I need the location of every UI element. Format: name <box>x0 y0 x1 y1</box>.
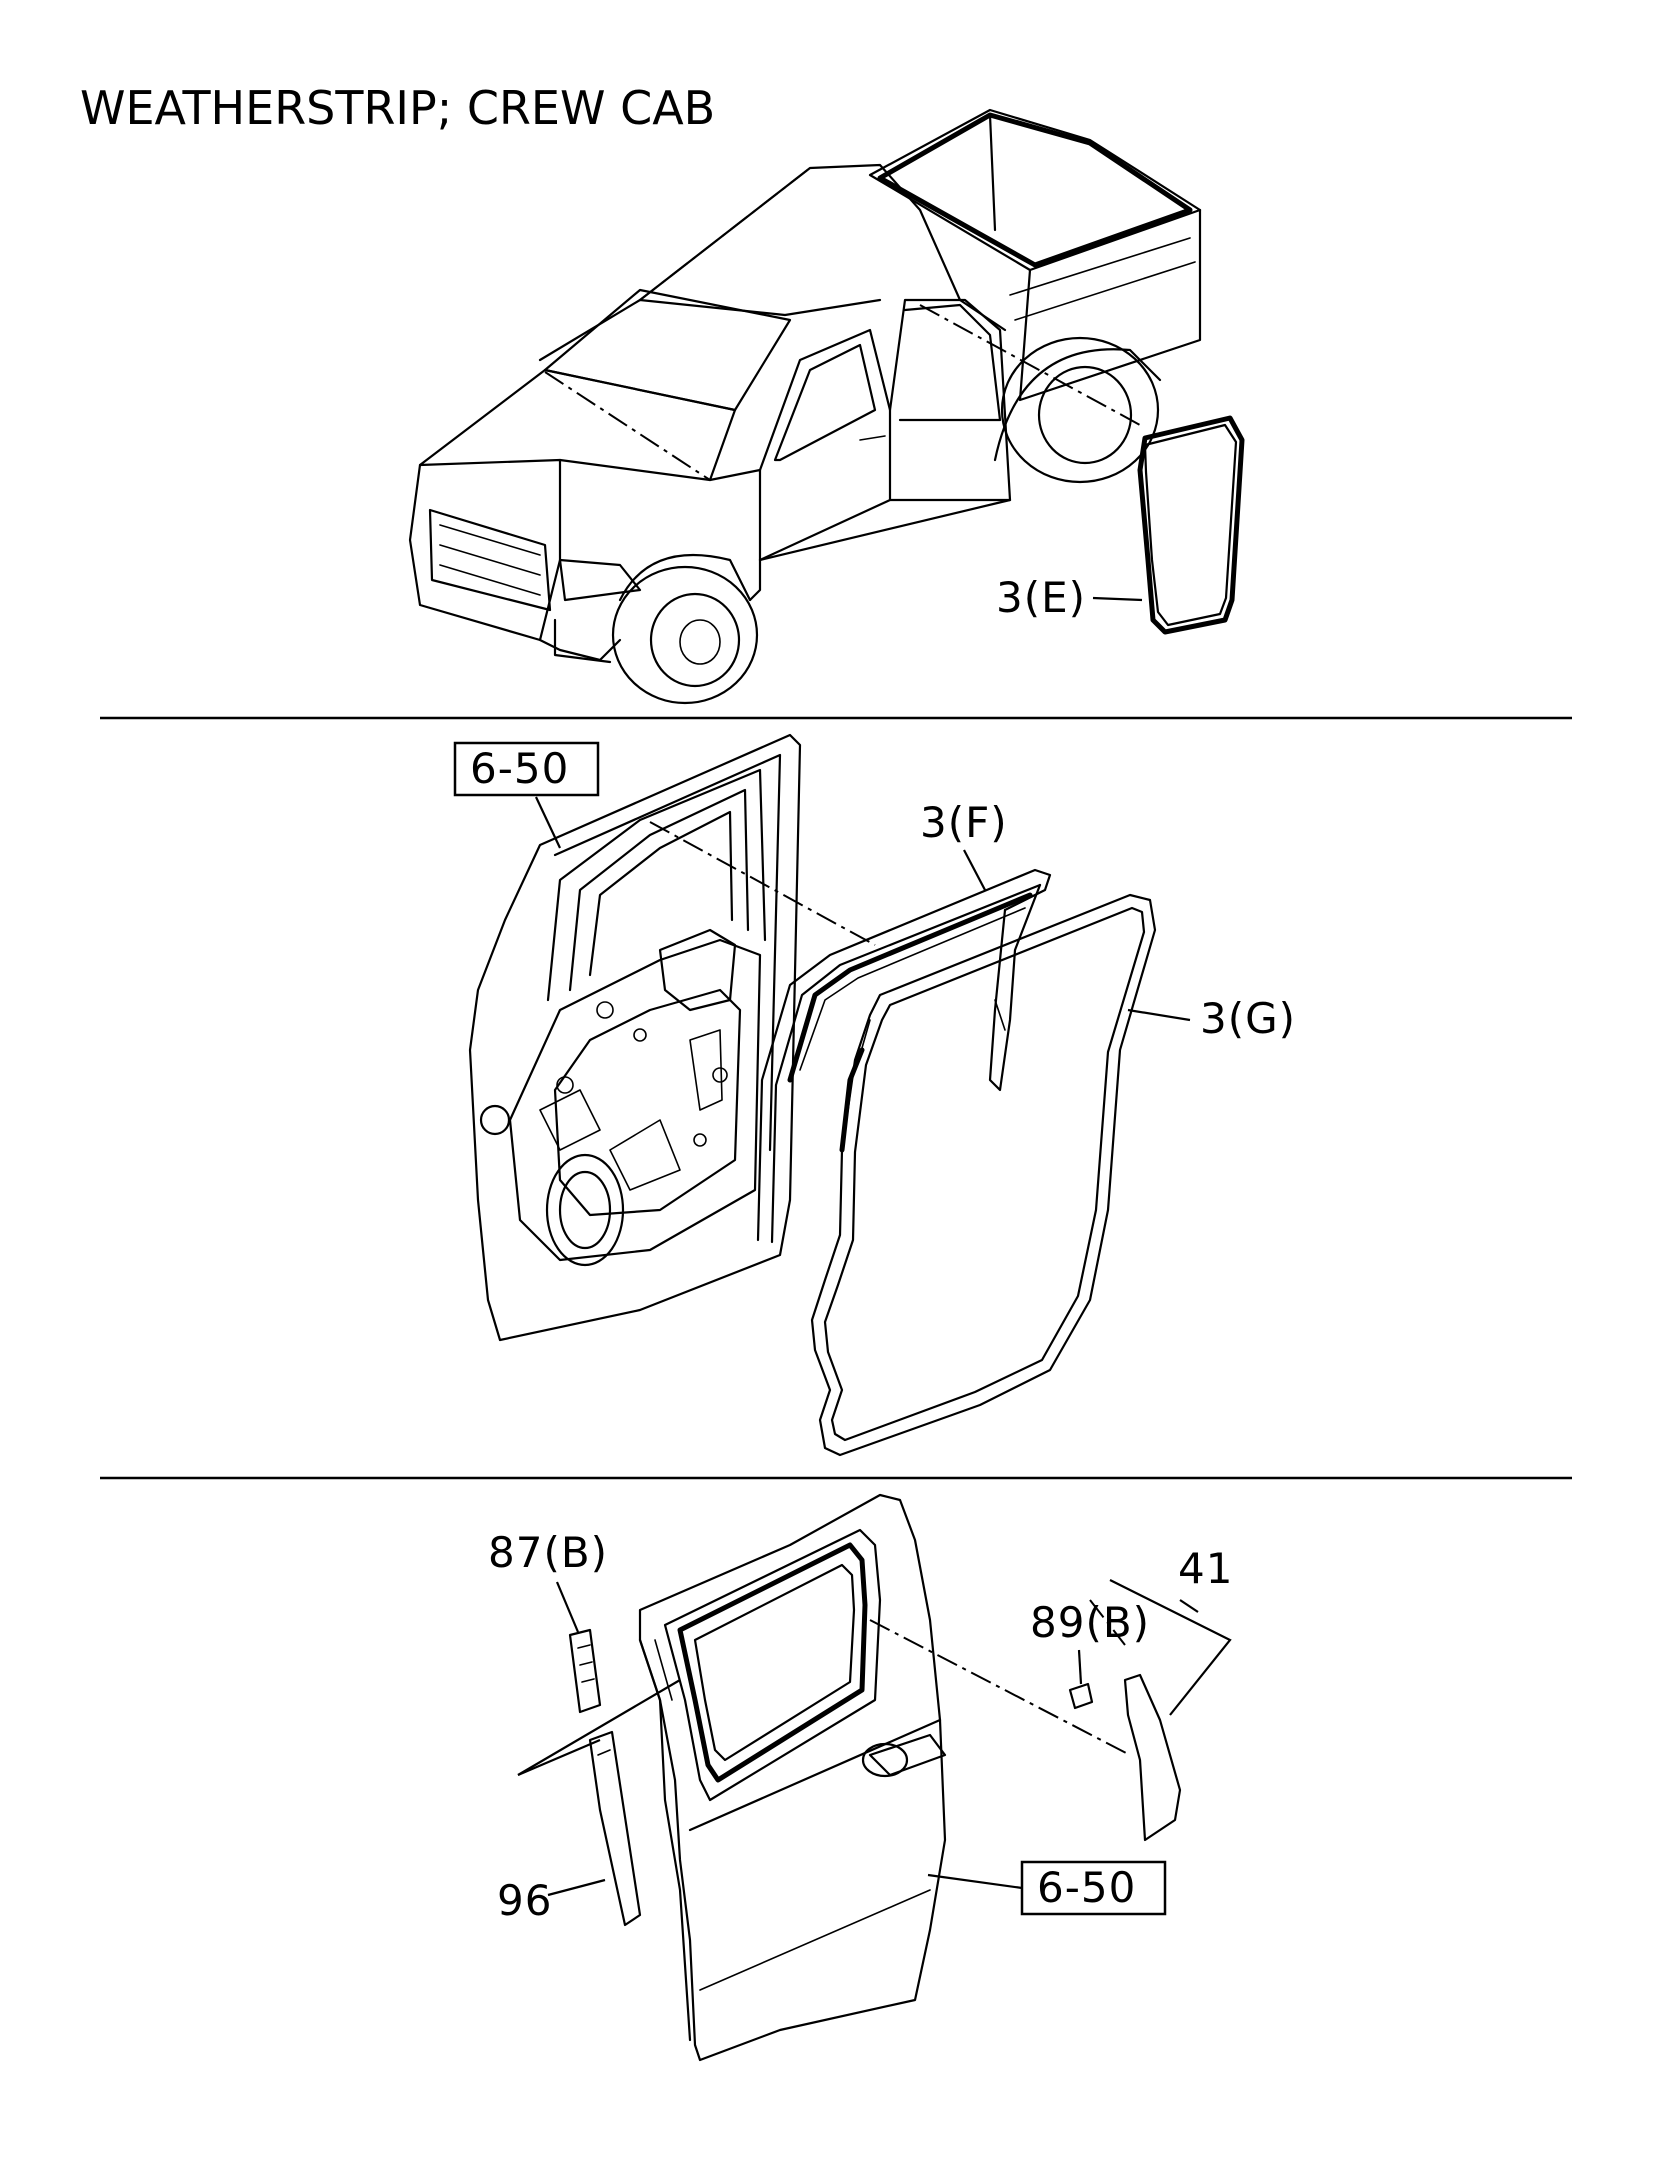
callout-41: 41 <box>1178 1544 1233 1593</box>
callout-87b: 87(B) <box>488 1528 608 1577</box>
callout-3e: 3(E) <box>996 573 1086 622</box>
callout-96: 96 <box>497 1876 552 1925</box>
truck-illustration <box>408 108 1202 705</box>
callout-6-50-top: 6-50 <box>470 744 569 793</box>
clip-87b[interactable] <box>568 1628 602 1714</box>
callout-3f: 3(F) <box>920 798 1008 847</box>
door-inner-panel <box>468 733 802 1342</box>
weatherstrip-3g[interactable] <box>810 893 1157 1457</box>
weatherstrip-3f[interactable] <box>756 868 1052 1244</box>
diagram-title: WEATHERSTRIP; CREW CAB <box>80 81 715 135</box>
clip-89b[interactable] <box>1068 1682 1094 1710</box>
reference-box-6-50-bottom[interactable]: 6-50 <box>1020 1860 1167 1916</box>
callout-6-50-bottom: 6-50 <box>1037 1863 1136 1912</box>
pad-41[interactable] <box>1123 1673 1182 1842</box>
reference-box-6-50-top[interactable]: 6-50 <box>453 741 600 797</box>
garnish-96[interactable] <box>588 1730 642 1927</box>
weatherstrip-3e[interactable] <box>1137 415 1245 635</box>
callout-89b: 89(B) <box>1030 1598 1150 1647</box>
callout-3g: 3(G) <box>1200 994 1296 1043</box>
door-outer-panel <box>638 1493 947 2062</box>
